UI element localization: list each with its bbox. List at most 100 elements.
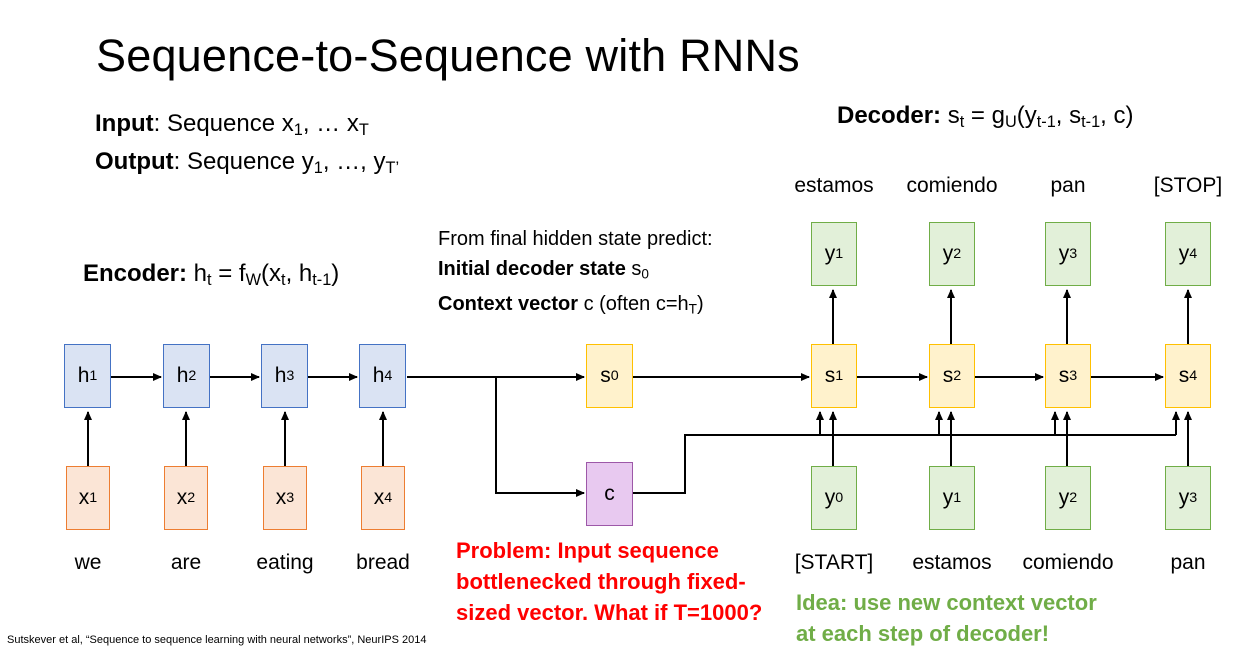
encoder-formula-part: , h — [285, 260, 313, 287]
node-var: y — [942, 242, 954, 265]
decoder-formula-part: (y — [1016, 102, 1037, 129]
output-label: Output — [95, 148, 174, 175]
node-var: y — [1178, 486, 1190, 509]
decoder-formula-sub: t — [959, 113, 965, 132]
node-var: h — [77, 364, 90, 387]
predict-context-label: Context vector — [438, 293, 579, 316]
node-var: s — [942, 364, 954, 387]
node-sub: 1 — [89, 368, 98, 384]
input-description: Input: Sequence x1, … xT — [95, 110, 369, 140]
output-sub-T: T’ — [385, 159, 400, 178]
input-sub-T: T — [358, 121, 369, 140]
node-sub: 4 — [1189, 246, 1198, 262]
encoder-label: Encoder: — [83, 260, 188, 287]
decoder-label: Decoder: — [837, 102, 942, 129]
input-word: we — [74, 551, 102, 574]
input-word: are — [170, 551, 202, 574]
encoder-formula: Encoder: ht = fW(xt, ht-1) — [83, 260, 339, 290]
node-sub: 4 — [1189, 368, 1198, 384]
encoder-formula-sub: t — [281, 271, 286, 290]
arrow-h4-c — [495, 377, 585, 497]
input-word: bread — [356, 551, 410, 574]
node-sub: 3 — [1189, 490, 1198, 506]
node-var: x — [275, 486, 287, 509]
encoder-formula-part: h — [187, 260, 208, 287]
node-var: h — [274, 364, 287, 387]
output-word: [STOP] — [1153, 174, 1223, 197]
node-var: y — [1058, 486, 1070, 509]
node-var: s — [1178, 364, 1190, 387]
node-var: h — [176, 364, 189, 387]
node-var: c — [604, 482, 615, 505]
idea-line: at each step of decoder! — [796, 621, 1050, 646]
node-sub: 1 — [835, 368, 844, 384]
node-sub: 2 — [188, 368, 197, 384]
citation: Sutskever et al, “Sequence to sequence l… — [7, 634, 427, 646]
node-sub: 2 — [953, 246, 962, 262]
input-label: Input — [95, 110, 154, 137]
decoder-input-word: comiendo — [1022, 551, 1114, 574]
node-var: y — [824, 486, 836, 509]
predict-note: From final hidden state predict: Initial… — [438, 224, 713, 325]
decoder-formula-part: s — [941, 102, 960, 129]
context-bus — [633, 434, 1176, 494]
slide-title: Sequence-to-Sequence with RNNs — [96, 30, 800, 81]
input-word: eating — [256, 551, 314, 574]
encoder-formula-sub: t — [207, 271, 212, 290]
decoder-formula-part: = g — [964, 102, 1005, 129]
problem-line: sized vector. What if T=1000? — [456, 600, 763, 625]
encoder-formula-part: (x — [261, 260, 282, 287]
output-description: Output: Sequence y1, …, yT’ — [95, 148, 399, 178]
predict-sub: T — [688, 301, 697, 317]
predict-text: ) — [696, 293, 704, 316]
node-var: y — [942, 486, 954, 509]
decoder-formula-sub: t-1 — [1081, 113, 1101, 132]
predict-text: s — [625, 258, 642, 280]
output-word: estamos — [794, 174, 874, 197]
node-sub: 1 — [953, 490, 962, 506]
input-text-mid: , … x — [302, 110, 359, 137]
output-word: pan — [1050, 174, 1086, 197]
node-var: h — [372, 364, 385, 387]
predict-sub: 0 — [641, 266, 649, 282]
problem-line: bottlenecked through fixed- — [456, 569, 746, 594]
encoder-formula-sub: t-1 — [312, 271, 332, 290]
node-var: y — [824, 242, 836, 265]
output-sub-1: 1 — [313, 159, 323, 178]
decoder-input-word: pan — [1170, 551, 1206, 574]
predict-text: c (often c=h — [578, 293, 689, 316]
node-var: x — [176, 486, 188, 509]
output-word: comiendo — [906, 174, 998, 197]
node-sub: 2 — [1069, 490, 1078, 506]
decoder-formula-sub: t-1 — [1036, 113, 1056, 132]
node-var: s — [600, 364, 611, 387]
node-sub: 3 — [286, 490, 295, 506]
node-var: y — [1058, 242, 1070, 265]
node-var: y — [1178, 242, 1190, 265]
input-sub-1: 1 — [293, 121, 303, 140]
decoder-input-word: estamos — [912, 551, 992, 574]
encoder-formula-part: ) — [331, 260, 340, 287]
decoder-input-word: [START] — [794, 551, 874, 574]
node-sub: 4 — [384, 368, 393, 384]
node-sub: 3 — [1069, 368, 1078, 384]
